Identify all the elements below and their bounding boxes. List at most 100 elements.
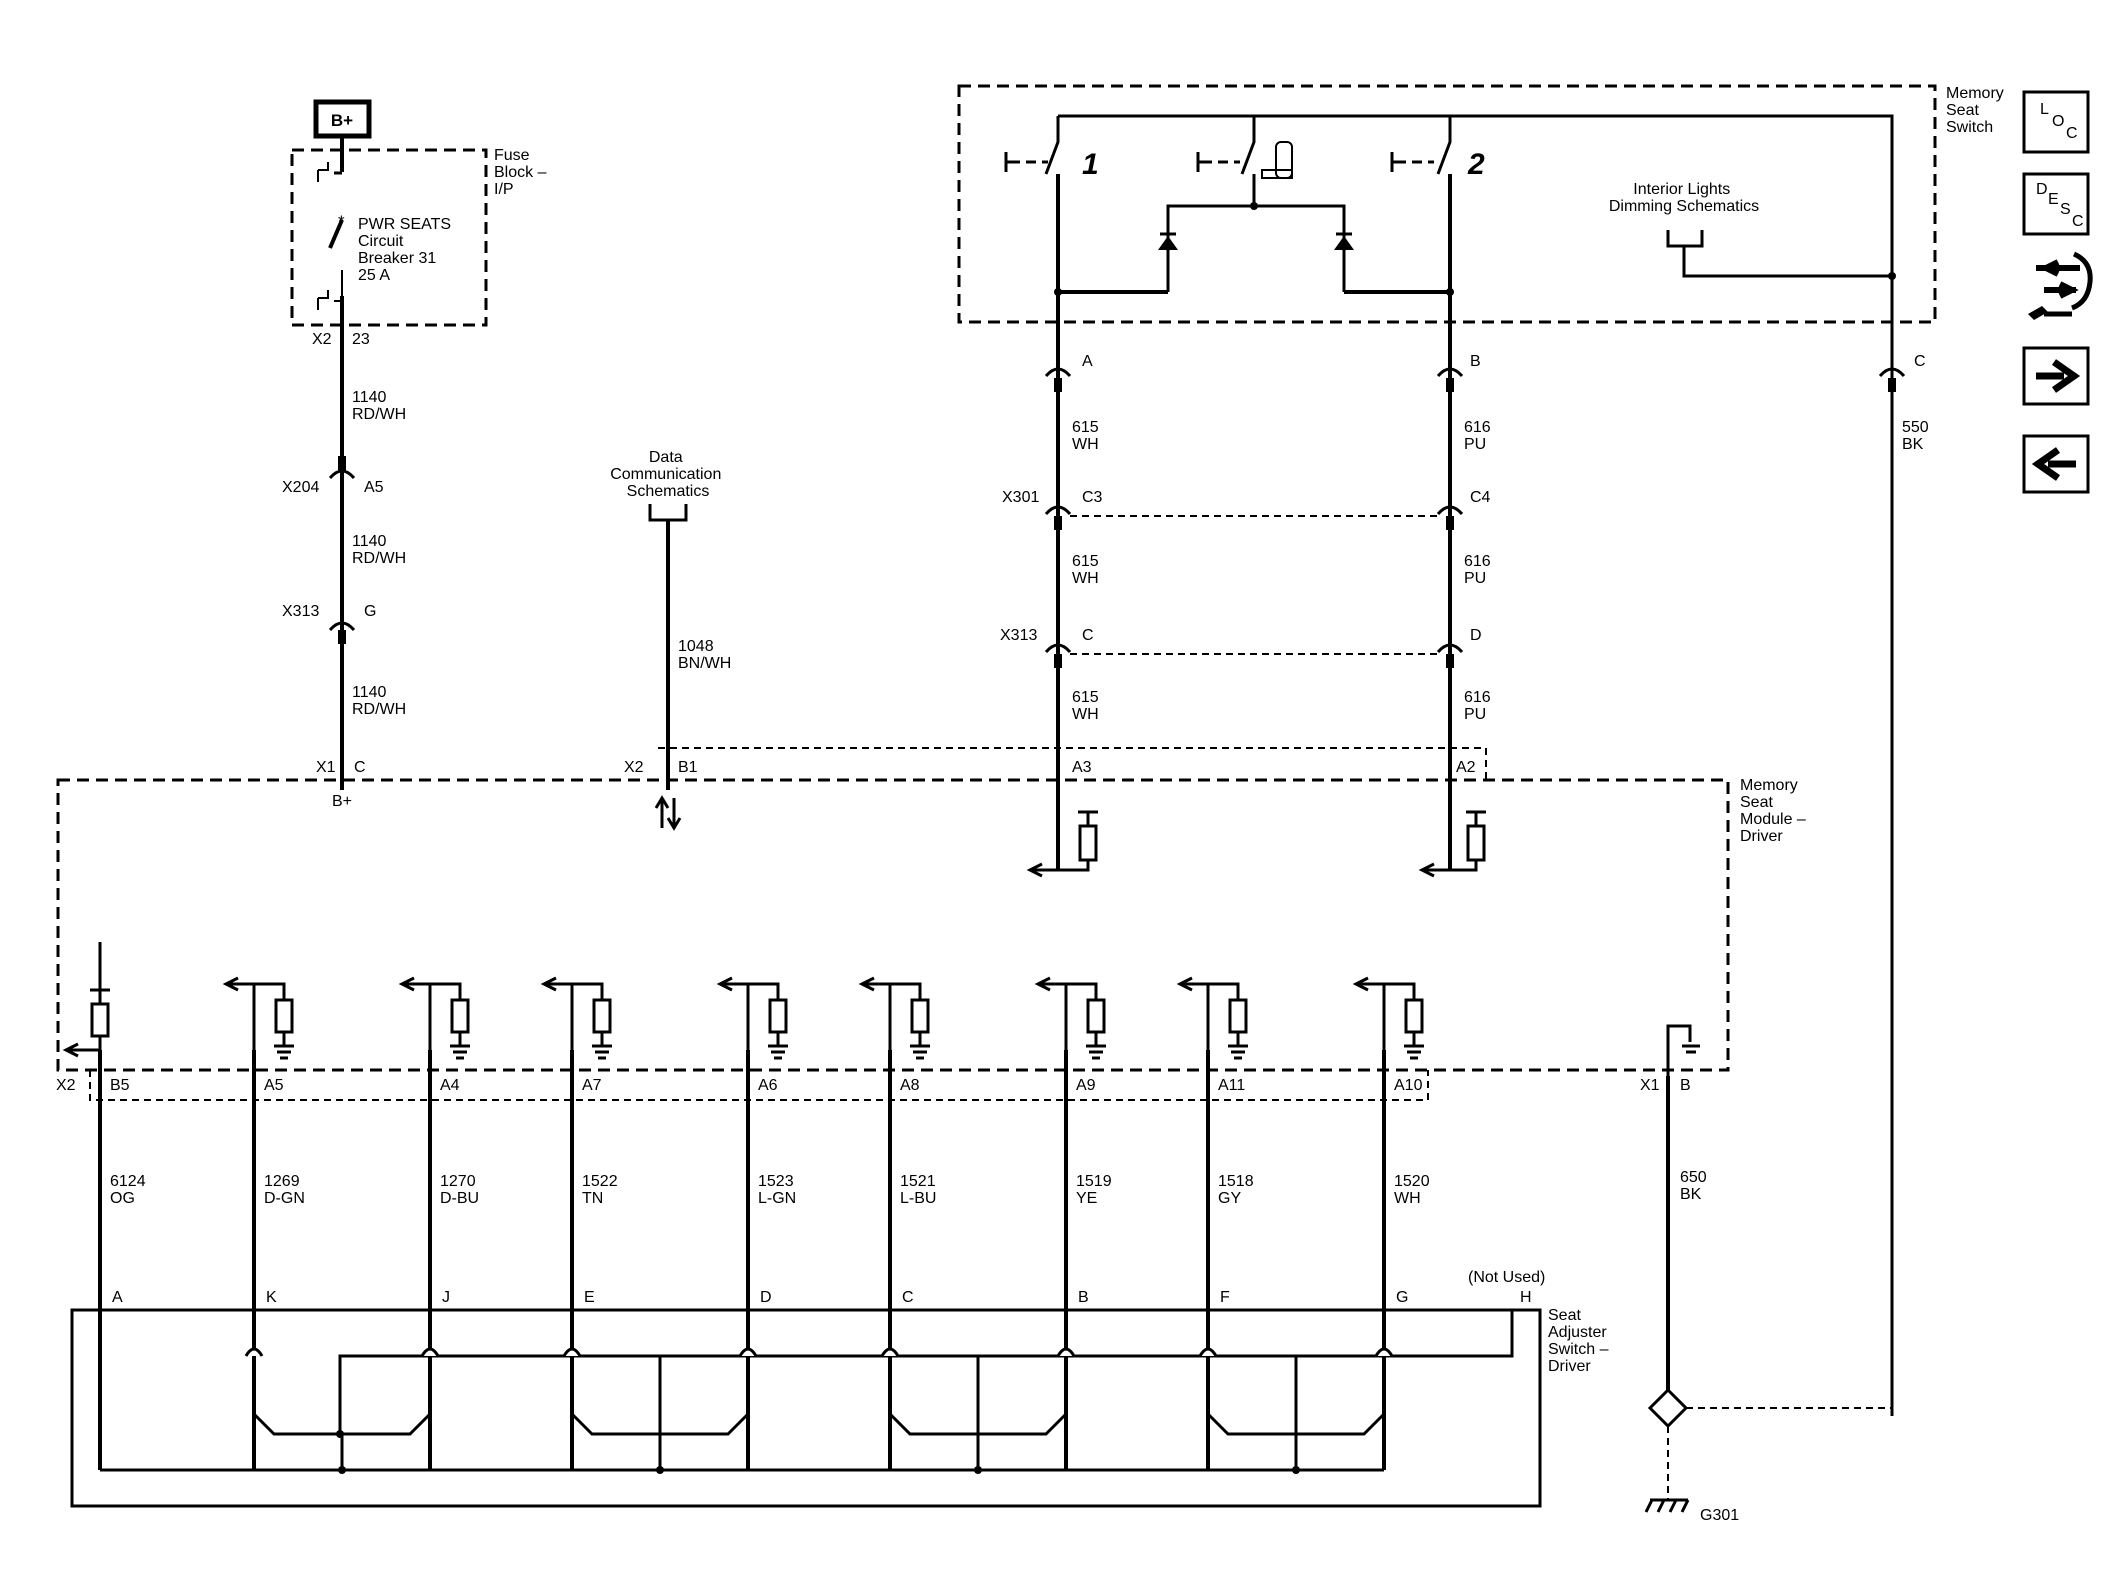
- seat-switch-pin-label: F: [1220, 1289, 1230, 1306]
- module-pin-label: B5: [110, 1077, 130, 1094]
- wire-616-label-3: 616 PU: [1464, 689, 1495, 723]
- wire-615-label-1: 615 WH: [1072, 419, 1103, 453]
- data-comm-connector: X2: [624, 759, 644, 776]
- ground-g301: G301: [1644, 1387, 1893, 1524]
- power-source-box: B+: [313, 99, 372, 139]
- diode-left-icon: [1158, 236, 1178, 250]
- next-page-button[interactable]: [2022, 346, 2090, 406]
- desc-button[interactable]: D E S C: [2022, 172, 2090, 236]
- svg-text:C: C: [2066, 125, 2078, 142]
- fuse-block-outline: [290, 148, 488, 327]
- data-comm-bracket: [648, 504, 688, 522]
- connector-view-icon[interactable]: [2028, 251, 2093, 320]
- module-power-label: B+: [332, 793, 352, 810]
- module-input-circuit: [1034, 976, 1106, 1076]
- data-comm-title[interactable]: Data Communication Schematics: [610, 449, 726, 500]
- svg-text:A: A: [1082, 353, 1093, 370]
- wire-615-label-3: 615 WH: [1072, 689, 1103, 723]
- switch-common-bus: [1058, 114, 1894, 276]
- module-x2-upper-connector: [658, 747, 1487, 780]
- module-ground-circuit: X1 B: [1640, 1024, 1700, 1094]
- seat-switch-pin-label: D: [760, 1289, 772, 1306]
- switch-pin-b: B: [1436, 353, 1481, 392]
- svg-text:D: D: [2036, 181, 2048, 198]
- connector-x313-power: X313 G: [282, 603, 376, 644]
- svg-text:O: O: [2052, 113, 2064, 130]
- connector-x204: X204 A5: [282, 456, 384, 496]
- seat-switch-pair: [880, 1347, 1076, 1474]
- module-power-connector: X1: [316, 759, 336, 776]
- module-pin-label: A4: [440, 1077, 460, 1094]
- data-comm-link[interactable]: Data Communication Schematics: [610, 449, 726, 790]
- seat-icon: [1261, 141, 1293, 179]
- wire-550-label: 550 BK: [1902, 419, 1933, 453]
- seat-adjuster-title: Seat Adjuster Switch – Driver: [1548, 1307, 1613, 1375]
- wire-616-label-2: 616 PU: [1464, 553, 1495, 587]
- svg-text:B: B: [1680, 1077, 1691, 1094]
- fuse-terminal-top: [317, 162, 329, 182]
- svg-text:C4: C4: [1470, 489, 1491, 506]
- module-pin-label: A5: [264, 1077, 284, 1094]
- module-pin-label: A11: [1218, 1077, 1245, 1094]
- memory-seat-module-outline: [56, 778, 1730, 1072]
- previous-page-button[interactable]: [2022, 434, 2090, 494]
- power-source-label: B+: [331, 111, 353, 130]
- data-comm-pin: B1: [678, 759, 698, 776]
- wire-616-label-1: 616 PU: [1464, 419, 1495, 453]
- svg-text:2: 2: [1467, 148, 1485, 181]
- wire-1140-label-3: 1140 RD/WH: [352, 684, 406, 718]
- svg-text:C: C: [1082, 627, 1094, 644]
- module-pin-label: A9: [1076, 1077, 1096, 1094]
- dimming-schematics-link[interactable]: Interior Lights Dimming Schematics: [1609, 181, 1896, 280]
- svg-text:S: S: [2060, 201, 2071, 218]
- seat-switch-pin-label: B: [1078, 1289, 1089, 1306]
- connector-x301: X301 C3 C4: [1002, 489, 1491, 530]
- svg-text:B: B: [1470, 353, 1481, 370]
- x204-label: X204: [282, 479, 319, 496]
- svg-text:X1: X1: [1640, 1077, 1660, 1094]
- module-input-circuit: [858, 976, 930, 1076]
- breaker-asterisk: *: [338, 212, 345, 231]
- module-output-b5: [62, 942, 110, 1058]
- wire-1140-label-1: 1140 RD/WH: [352, 389, 406, 423]
- wire-650-label: 650 BK: [1680, 1169, 1711, 1203]
- loc-button[interactable]: L O C: [2022, 90, 2090, 154]
- wire-615-label-2: 615 WH: [1072, 553, 1103, 587]
- module-pin-label: A6: [758, 1077, 778, 1094]
- module-input-circuit: [222, 976, 294, 1076]
- svg-text:E: E: [2048, 191, 2059, 208]
- seat-switch-pin-label: E: [584, 1289, 595, 1306]
- arrow-right-icon: [2036, 359, 2081, 393]
- svg-text:D: D: [1470, 627, 1482, 644]
- connector-x313-switch: X313 C D: [1000, 627, 1482, 668]
- dimming-title[interactable]: Interior Lights Dimming Schematics: [1609, 181, 1759, 215]
- svg-text:C: C: [1914, 353, 1926, 370]
- module-input-circuit: [398, 976, 470, 1076]
- svg-text:X301: X301: [1002, 489, 1039, 506]
- not-used-label: (Not Used): [1468, 1269, 1545, 1286]
- module-pin-label: A8: [900, 1077, 920, 1094]
- fuse-pin-label: 23: [352, 331, 370, 348]
- arrow-left-icon: [2031, 447, 2076, 481]
- wire-1048-label: 1048 BN/WH: [678, 638, 731, 672]
- memory-switch-2: 2: [1390, 116, 1485, 296]
- seat-upper-bus: [338, 1310, 1514, 1434]
- switch-input-circuit-a2: [1418, 810, 1486, 878]
- seat-switch-pin-label: C: [902, 1289, 914, 1306]
- module-pin-a3: A3: [1072, 759, 1092, 776]
- memory-seat-module-title: Memory Seat Module – Driver: [1740, 777, 1810, 845]
- x313-power-pin: G: [364, 603, 376, 620]
- module-power-pin: C: [354, 759, 366, 776]
- data-direction-arrows-icon: [654, 795, 682, 831]
- switch-pin-c: C: [1878, 353, 1926, 392]
- seat-switch-pin-label: J: [442, 1289, 450, 1306]
- adjuster-wires: [98, 1050, 1386, 1470]
- diode-right-icon: [1334, 236, 1354, 250]
- module-pin-a2: A2: [1456, 759, 1476, 776]
- splice-icon: [1647, 1387, 1689, 1429]
